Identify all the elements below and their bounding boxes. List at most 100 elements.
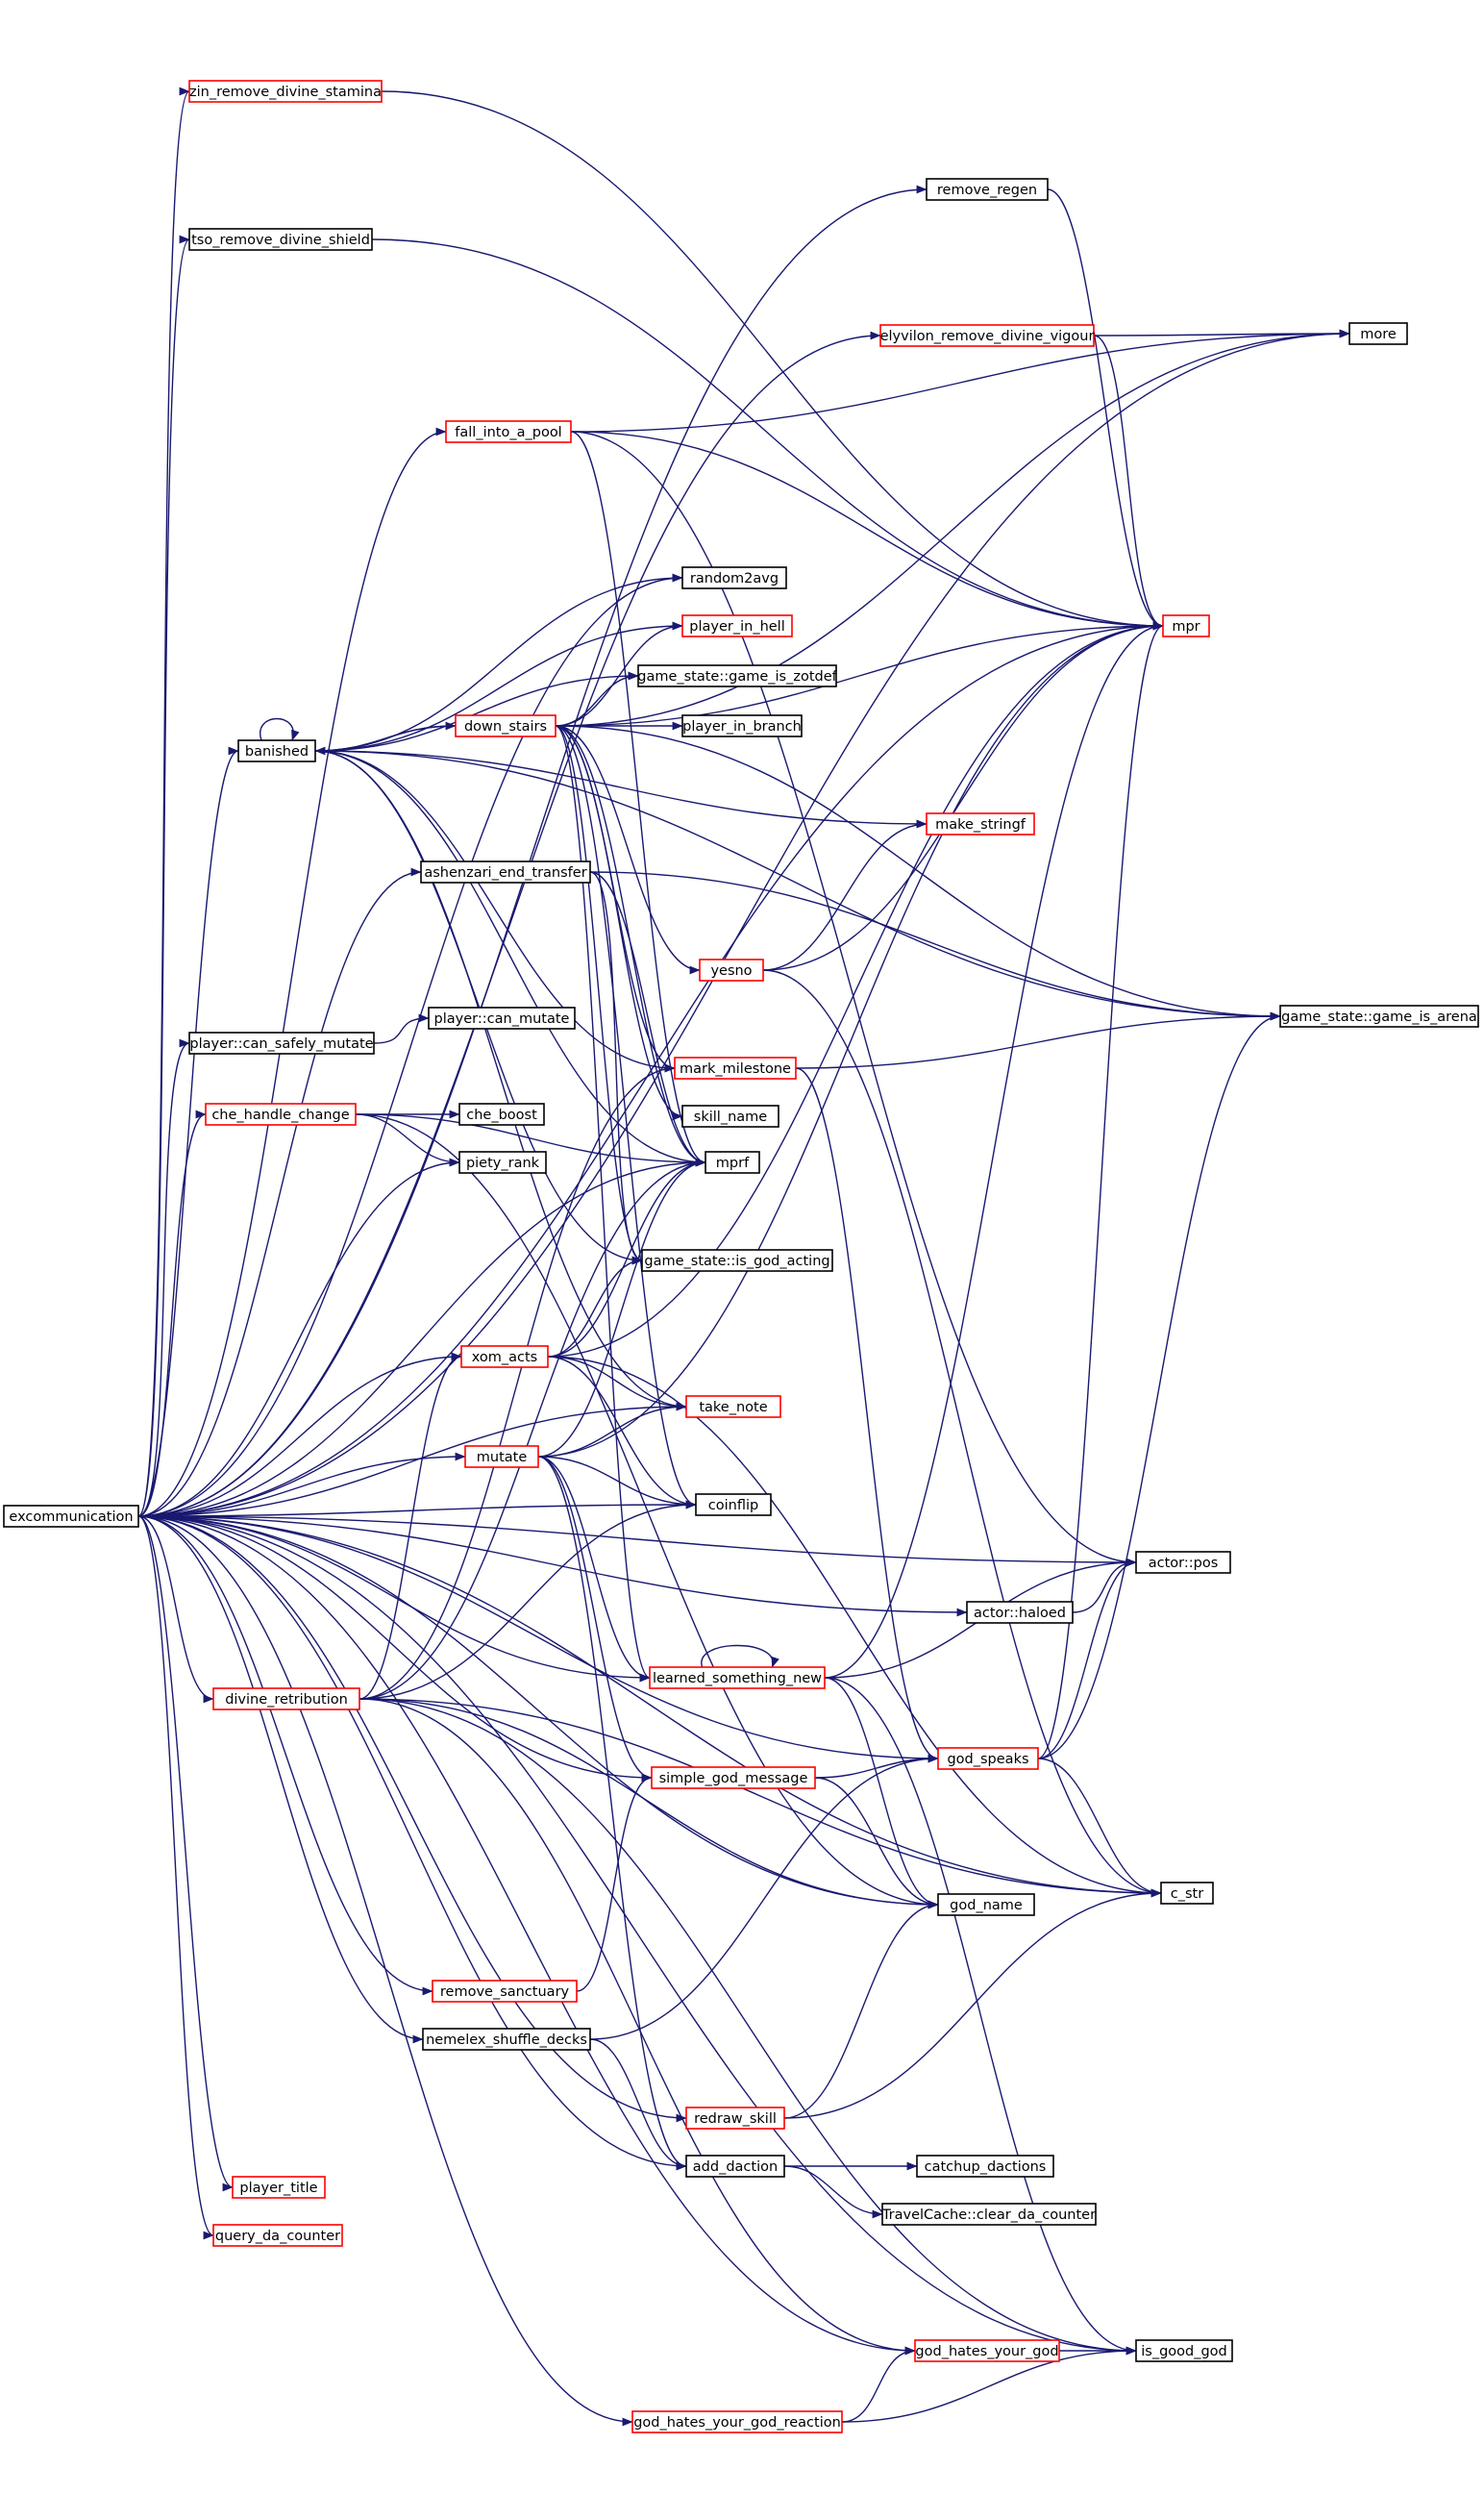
node-mutate[interactable]: mutate bbox=[464, 1445, 539, 1468]
node-actor-haloed[interactable]: actor::haloed bbox=[966, 1601, 1074, 1624]
node-catchup-dactions[interactable]: catchup_dactions bbox=[916, 2155, 1054, 2178]
node-xom-acts[interactable]: xom_acts bbox=[460, 1345, 549, 1368]
node-box[interactable] bbox=[685, 2155, 785, 2178]
node-actor-pos[interactable]: actor::pos bbox=[1135, 1551, 1231, 1574]
node-box[interactable] bbox=[188, 1032, 375, 1055]
node-tso-remove-divine-shield[interactable]: tso_remove_divine_shield bbox=[188, 228, 373, 251]
node-box[interactable] bbox=[1279, 1005, 1479, 1028]
node-box[interactable] bbox=[651, 1766, 816, 1789]
node-box[interactable] bbox=[926, 178, 1049, 201]
node-box[interactable] bbox=[681, 614, 793, 637]
node-is-good-god[interactable]: is_good_god bbox=[1135, 2339, 1233, 2362]
node-fall-into-a-pool[interactable]: fall_into_a_pool bbox=[445, 420, 572, 443]
node-box[interactable] bbox=[1135, 2339, 1233, 2362]
node-box[interactable] bbox=[705, 1151, 760, 1174]
node-box[interactable] bbox=[637, 664, 837, 687]
node-box[interactable] bbox=[641, 1249, 833, 1272]
node-mark-milestone[interactable]: mark_milestone bbox=[674, 1057, 797, 1080]
node-can-safely-mutate[interactable]: player::can_safely_mutate bbox=[188, 1032, 375, 1055]
node-box[interactable] bbox=[685, 2107, 785, 2130]
node-mprf[interactable]: mprf bbox=[705, 1151, 760, 1174]
node-god-speaks[interactable]: god_speaks bbox=[937, 1747, 1039, 1770]
node-box[interactable] bbox=[937, 1747, 1039, 1770]
node-clear-da-counter[interactable]: TravelCache::clear_da_counter bbox=[881, 2203, 1097, 2226]
node-box[interactable] bbox=[1348, 322, 1408, 345]
node-box[interactable] bbox=[1160, 1882, 1214, 1905]
node-player-in-branch[interactable]: player_in_branch bbox=[681, 714, 803, 737]
node-elyvilon-remove-divine-vigour[interactable]: elyvilon_remove_divine_vigour bbox=[879, 324, 1095, 347]
node-c-str[interactable]: c_str bbox=[1160, 1882, 1214, 1905]
node-simple-god-message[interactable]: simple_god_message bbox=[651, 1766, 816, 1789]
node-box[interactable] bbox=[212, 2224, 343, 2247]
node-box[interactable] bbox=[464, 1445, 539, 1468]
node-box[interactable] bbox=[699, 959, 764, 982]
node-box[interactable] bbox=[926, 812, 1035, 836]
node-box[interactable] bbox=[879, 324, 1095, 347]
node-box[interactable] bbox=[649, 1666, 826, 1689]
node-game-is-zotdef[interactable]: game_state::game_is_zotdef bbox=[637, 664, 838, 687]
node-god-name[interactable]: god_name bbox=[937, 1893, 1035, 1916]
node-box[interactable] bbox=[205, 1103, 357, 1126]
node-box[interactable] bbox=[966, 1601, 1074, 1624]
node-yesno[interactable]: yesno bbox=[699, 959, 764, 982]
node-random2avg[interactable]: random2avg bbox=[681, 566, 787, 589]
node-box[interactable] bbox=[422, 2028, 591, 2051]
node-box[interactable] bbox=[916, 2155, 1054, 2178]
node-player-in-hell[interactable]: player_in_hell bbox=[681, 614, 793, 637]
node-divine-retribution[interactable]: divine_retribution bbox=[212, 1687, 360, 1710]
node-box[interactable] bbox=[937, 1893, 1035, 1916]
node-box[interactable] bbox=[188, 80, 383, 103]
node-box[interactable] bbox=[914, 2339, 1060, 2362]
node-more[interactable]: more bbox=[1348, 322, 1408, 345]
node-box[interactable] bbox=[685, 1395, 781, 1418]
node-box[interactable] bbox=[420, 860, 591, 884]
node-box[interactable] bbox=[681, 714, 803, 737]
node-coinflip[interactable]: coinflip bbox=[695, 1493, 772, 1516]
node-box[interactable] bbox=[1135, 1551, 1231, 1574]
node-god-hates-your-god-reaction[interactable]: god_hates_your_god_reaction bbox=[631, 2410, 843, 2433]
node-box[interactable] bbox=[232, 2176, 326, 2199]
node-box[interactable] bbox=[237, 739, 316, 762]
node-is-god-acting[interactable]: game_state::is_god_acting bbox=[641, 1249, 833, 1272]
node-box[interactable] bbox=[428, 1007, 576, 1030]
node-player-title[interactable]: player_title bbox=[232, 2176, 326, 2199]
node-can-mutate[interactable]: player::can_mutate bbox=[428, 1007, 576, 1030]
node-remove-sanctuary[interactable]: remove_sanctuary bbox=[432, 1980, 578, 2003]
node-learned-something-new[interactable]: learned_something_new bbox=[649, 1666, 826, 1689]
node-box[interactable] bbox=[3, 1505, 139, 1528]
node-box[interactable] bbox=[455, 714, 556, 737]
node-excommunication[interactable]: excommunication bbox=[3, 1505, 139, 1528]
node-game-is-arena[interactable]: game_state::game_is_arena bbox=[1279, 1005, 1479, 1028]
node-add-daction[interactable]: add_daction bbox=[685, 2155, 785, 2178]
node-box[interactable] bbox=[432, 1980, 578, 2003]
node-ashenzari-end-transfer[interactable]: ashenzari_end_transfer bbox=[420, 860, 591, 884]
node-remove-regen[interactable]: remove_regen bbox=[926, 178, 1049, 201]
node-che-handle-change[interactable]: che_handle_change bbox=[205, 1103, 357, 1126]
node-redraw-skill[interactable]: redraw_skill bbox=[685, 2107, 785, 2130]
node-piety-rank[interactable]: piety_rank bbox=[458, 1151, 547, 1174]
node-box[interactable] bbox=[458, 1151, 547, 1174]
node-make-stringf[interactable]: make_stringf bbox=[926, 812, 1035, 836]
node-box[interactable] bbox=[212, 1687, 360, 1710]
node-down-stairs[interactable]: down_stairs bbox=[455, 714, 556, 737]
node-god-hates-your-god[interactable]: god_hates_your_god bbox=[914, 2339, 1060, 2362]
node-query-da-counter[interactable]: query_da_counter bbox=[212, 2224, 343, 2247]
node-che-boost[interactable]: che_boost bbox=[458, 1103, 545, 1126]
node-nemelex-shuffle-decks[interactable]: nemelex_shuffle_decks bbox=[422, 2028, 591, 2051]
node-box[interactable] bbox=[188, 228, 373, 251]
node-box[interactable] bbox=[695, 1493, 772, 1516]
node-box[interactable] bbox=[1162, 614, 1210, 637]
node-banished[interactable]: banished bbox=[237, 739, 316, 762]
node-box[interactable] bbox=[631, 2410, 843, 2433]
node-box[interactable] bbox=[881, 2203, 1097, 2226]
node-zin-remove-divine-stamina[interactable]: zin_remove_divine_stamina bbox=[188, 80, 383, 103]
node-box[interactable] bbox=[674, 1057, 797, 1080]
node-box[interactable] bbox=[458, 1103, 545, 1126]
node-take-note[interactable]: take_note bbox=[685, 1395, 781, 1418]
node-box[interactable] bbox=[460, 1345, 549, 1368]
node-box[interactable] bbox=[681, 1105, 779, 1128]
node-skill-name[interactable]: skill_name bbox=[681, 1105, 779, 1128]
node-mpr[interactable]: mpr bbox=[1162, 614, 1210, 637]
node-box[interactable] bbox=[445, 420, 572, 443]
node-box[interactable] bbox=[681, 566, 787, 589]
